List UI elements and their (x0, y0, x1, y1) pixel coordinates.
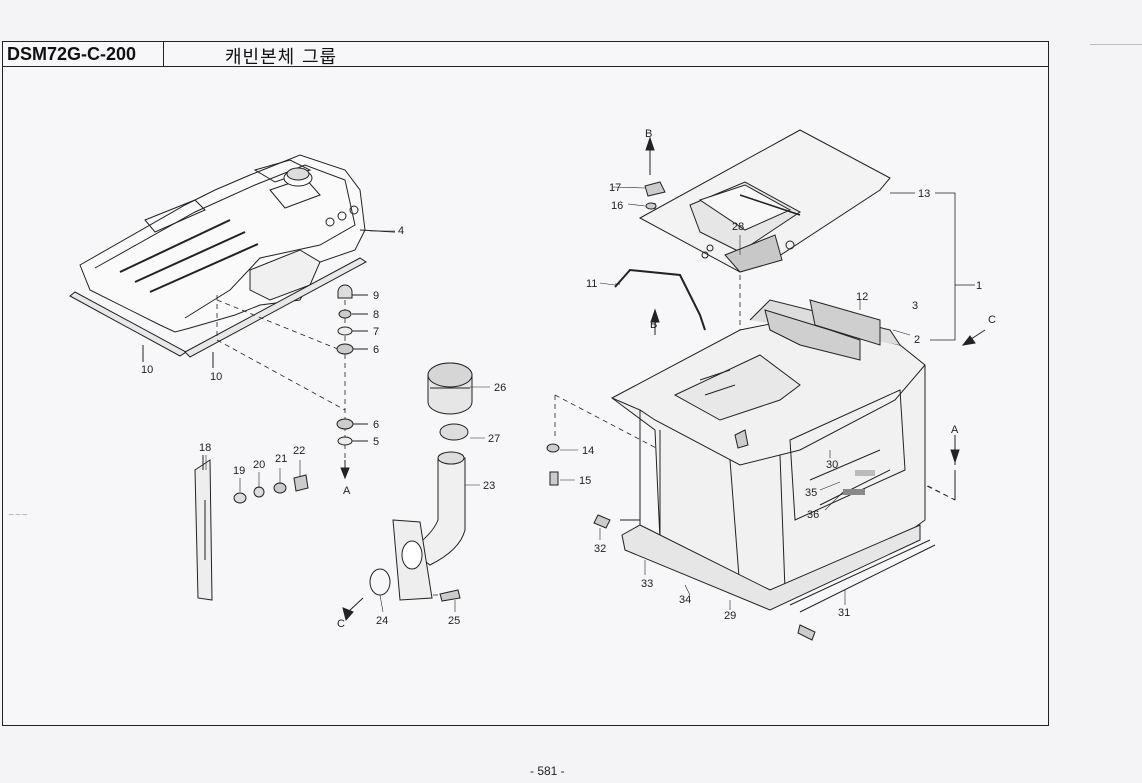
group-title: 캐빈본체 그룹 (225, 47, 338, 68)
callout-32: 32 (594, 543, 606, 555)
floor-plate (638, 129, 891, 273)
callout-9: 9 (373, 290, 379, 302)
fastener-stack (336, 284, 368, 480)
callout-17: 17 (609, 182, 621, 194)
view-marker-a-left: A (343, 485, 351, 497)
callout-15: 15 (579, 475, 591, 487)
callout-21: 21 (275, 453, 287, 465)
view-markers: A A B B C C (337, 128, 996, 630)
callout-24: 24 (376, 615, 388, 627)
callout-8: 8 (373, 309, 379, 321)
callout-19: 19 (233, 465, 245, 477)
view-marker-b-top: B (645, 128, 652, 140)
callout-12: 12 (856, 291, 868, 303)
callout-2: 2 (914, 334, 920, 346)
callout-5: 5 (373, 436, 379, 448)
callout-23: 23 (483, 480, 495, 492)
callout-6: 6 (373, 344, 379, 356)
callout-7: 7 (373, 326, 379, 338)
callout-16: 16 (611, 200, 623, 212)
callout-11: 11 (586, 278, 597, 290)
callout-6b: 6 (373, 419, 379, 431)
leader-lines (205, 186, 911, 613)
callout-22: 22 (293, 445, 305, 457)
callout-20: 20 (253, 459, 265, 471)
callout-31: 31 (838, 607, 850, 619)
callout-36: 36 (807, 509, 819, 521)
callout-25: 25 (448, 615, 460, 627)
callout-35: 35 (805, 487, 817, 499)
view-marker-b-frame: B (650, 319, 657, 331)
callout-4: 4 (398, 225, 404, 237)
page-number: - 581 - (530, 764, 565, 778)
callout-30: 30 (826, 459, 838, 471)
callout-14: 14 (582, 445, 594, 457)
callout-34: 34 (679, 594, 691, 606)
side-bracket (194, 455, 309, 601)
title-divider (163, 42, 164, 66)
callout-1: 1 (976, 280, 982, 292)
callout-18: 18 (199, 442, 211, 454)
cab-frame (546, 299, 986, 641)
callout-28: 28 (732, 221, 744, 233)
edge-line (1090, 44, 1142, 45)
air-duct-assembly (342, 362, 473, 622)
title-bar: DSM72G-C-200 캐빈본체 그룹 (3, 42, 1048, 68)
rod (614, 268, 706, 331)
callout-27: 27 (488, 433, 500, 445)
diagram-frame: DSM72G-C-200 캐빈본체 그룹 (2, 41, 1049, 726)
callout-10: 10 (141, 364, 153, 376)
callout-bracket (930, 192, 975, 341)
scan-mark: ~~~ (8, 510, 29, 519)
roof-panel (69, 154, 396, 368)
callout-3: 3 (912, 300, 918, 312)
callout-labels: 1 2 3 4 5 6 6 7 8 9 10 10 11 12 13 14 15… (141, 182, 982, 627)
view-marker-c-right: C (988, 314, 996, 326)
callout-33: 33 (641, 578, 653, 590)
callout-10b: 10 (210, 371, 222, 383)
callout-29: 29 (724, 610, 736, 622)
group-code: DSM72G-C-200 (7, 44, 137, 64)
view-marker-c-left: C (337, 618, 345, 630)
view-marker-a-right: A (951, 424, 959, 436)
callout-26: 26 (494, 382, 506, 394)
callout-13: 13 (918, 188, 930, 200)
